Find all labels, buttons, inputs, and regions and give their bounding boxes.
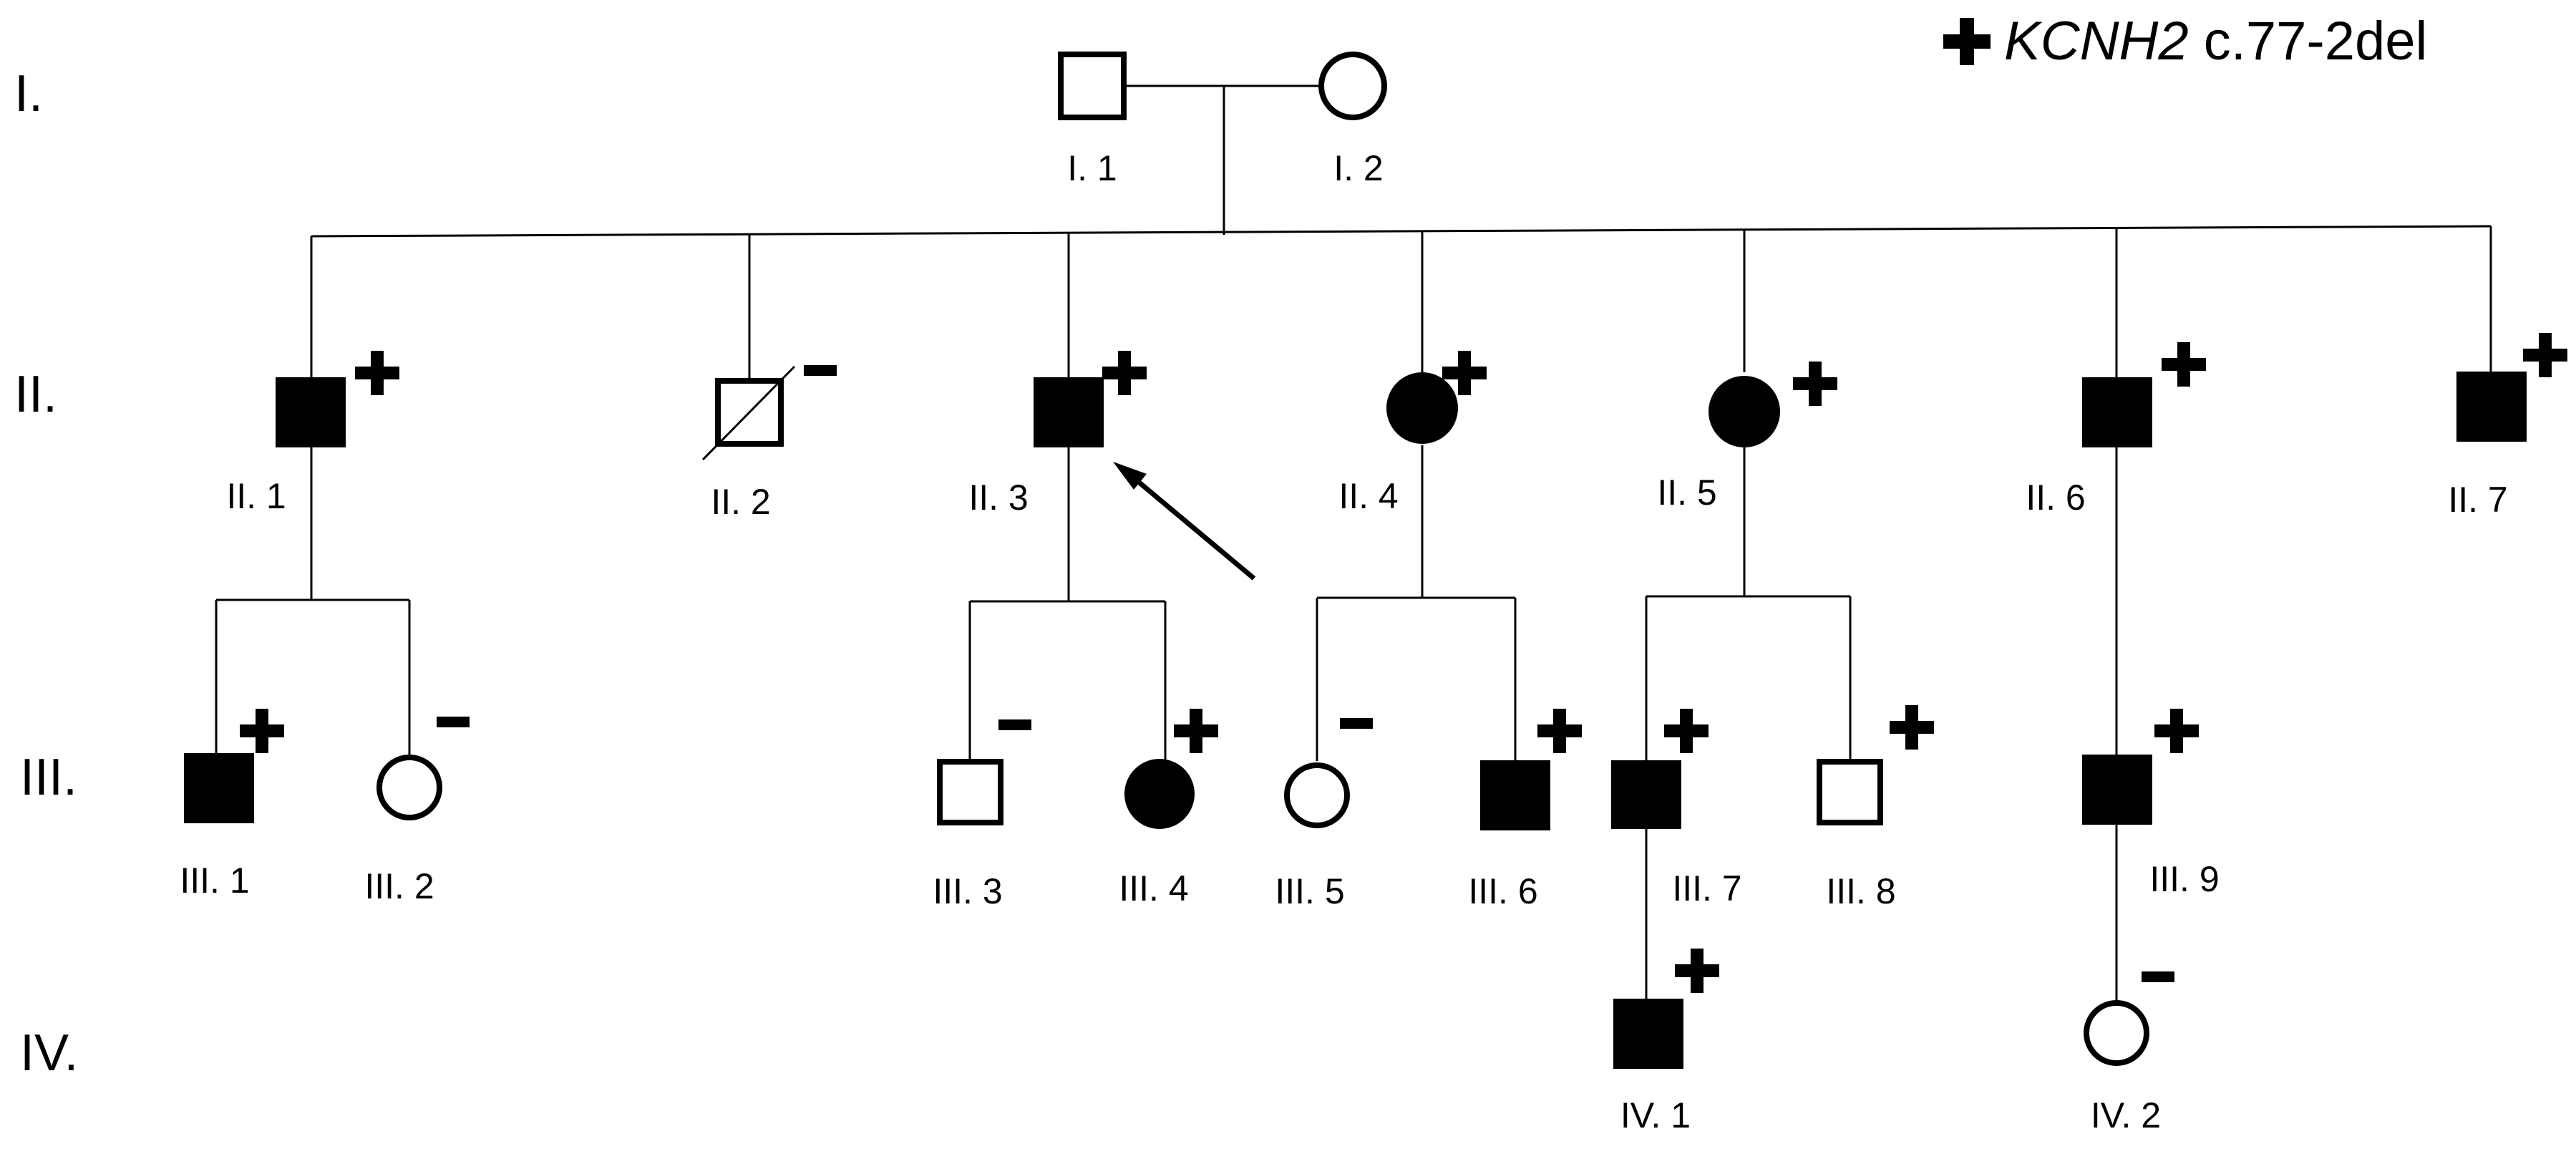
positive-mark-icon	[1890, 705, 1934, 750]
generation-label-3: III.	[20, 749, 77, 806]
individual-label: III. 5	[1275, 871, 1344, 911]
individual-I1: I. 1	[1058, 52, 1127, 188]
male-symbol	[2456, 372, 2527, 442]
positive-mark-icon	[240, 709, 284, 753]
male-symbol	[1058, 52, 1127, 120]
individual-label: II. 6	[2026, 477, 2085, 518]
individual-III5: III. 5	[1275, 718, 1373, 911]
positive-mark-icon	[1664, 709, 1709, 753]
negative-mark-icon	[998, 719, 1031, 730]
individual-III9: III. 9	[2082, 709, 2220, 899]
positive-mark-icon	[1442, 351, 1487, 395]
male-symbol	[184, 753, 254, 823]
individual-label: III. 9	[2149, 859, 2219, 899]
individual-III8: III. 8	[1817, 705, 1934, 911]
legend: KCNH2 c.77-2del	[1943, 11, 2427, 72]
positive-mark-icon	[1537, 709, 1582, 753]
individual-label: I. 2	[1333, 148, 1383, 188]
legend-gene: KCNH2	[2004, 11, 2189, 72]
individual-II6: II. 6	[2026, 342, 2206, 518]
individual-II5: II. 5	[1657, 362, 1837, 513]
individual-II7: II. 7	[2448, 333, 2567, 520]
positive-mark-icon	[2154, 709, 2199, 753]
positive-mark-icon	[2523, 333, 2567, 377]
positive-mark-icon	[355, 351, 399, 395]
individual-III6: III. 6	[1468, 709, 1582, 911]
positive-mark-icon	[1102, 351, 1147, 395]
individual-label: I. 1	[1067, 148, 1117, 188]
negative-mark-icon	[1340, 718, 1373, 729]
individual-I2: I. 2	[1318, 52, 1387, 188]
male-symbol	[2082, 755, 2152, 825]
generation-label-1: I.	[14, 65, 43, 122]
individual-III1: III. 1	[180, 709, 284, 901]
male-symbol	[1613, 999, 1683, 1069]
female-symbol	[1318, 52, 1387, 120]
individual-II4: II. 4	[1338, 351, 1487, 516]
female-symbol	[376, 755, 442, 820]
individual-label: II. 7	[2448, 480, 2507, 520]
negative-mark-icon	[804, 365, 837, 376]
male-symbol	[937, 759, 1003, 825]
individual-label: III. 2	[364, 866, 434, 906]
individual-label: IV. 2	[2091, 1095, 2161, 1135]
positive-mark-icon	[2162, 342, 2206, 387]
female-symbol	[1709, 376, 1780, 447]
individual-label: IV. 1	[1620, 1095, 1691, 1135]
male-symbol	[1480, 760, 1550, 830]
positive-mark-icon	[1174, 709, 1218, 753]
deceased-slash	[701, 365, 796, 461]
individual-label: III. 7	[1672, 868, 1741, 908]
legend-plus-icon	[1943, 18, 1991, 65]
negative-mark-icon	[437, 717, 470, 727]
negative-mark-icon	[2142, 971, 2174, 982]
positive-mark-icon	[1793, 362, 1837, 406]
individual-II1: II. 1	[226, 351, 399, 516]
pedigree-lines	[215, 84, 2492, 1001]
legend-variant: c.77-2del	[2189, 11, 2428, 72]
individual-II2: II. 2	[701, 365, 837, 522]
male-symbol	[1611, 760, 1681, 829]
individual-label: II. 4	[1338, 476, 1398, 516]
male-symbol	[1817, 759, 1883, 825]
proband-arrow-shaft	[1125, 470, 1256, 581]
male-symbol	[2082, 377, 2152, 447]
male-symbol	[1034, 377, 1104, 447]
individual-label: II. 1	[226, 476, 286, 516]
female-symbol	[2084, 1000, 2149, 1066]
female-symbol	[1124, 759, 1195, 829]
individual-IV1: IV. 1	[1613, 949, 1719, 1135]
proband-arrow-head	[1113, 462, 1147, 490]
generation-label-4: IV.	[20, 1024, 78, 1082]
individual-II3: II. 3	[968, 351, 1147, 518]
proband-arrow	[1113, 462, 1256, 581]
male-symbol	[276, 377, 346, 447]
individual-IV2: IV. 2	[2084, 971, 2174, 1135]
individual-label: III. 1	[180, 860, 249, 901]
individual-label: III. 6	[1468, 871, 1537, 911]
individual-III7: III. 7	[1611, 709, 1742, 908]
individual-III4: III. 4	[1119, 709, 1218, 908]
individual-label: II. 3	[968, 477, 1028, 518]
sibship-line-gen2	[311, 225, 2492, 238]
individual-label: II. 5	[1657, 472, 1716, 513]
individual-label: III. 4	[1119, 868, 1188, 908]
generation-label-2: II.	[14, 366, 57, 423]
female-symbol	[1386, 372, 1458, 444]
legend-text: KCNH2 c.77-2del	[2004, 11, 2427, 72]
individual-label: III. 8	[1826, 871, 1895, 911]
individual-label: II. 2	[711, 482, 770, 522]
individual-III3: III. 3	[933, 719, 1031, 911]
individual-III2: III. 2	[364, 717, 470, 906]
female-symbol	[1284, 762, 1350, 828]
individual-label: III. 3	[933, 871, 1002, 911]
positive-mark-icon	[1675, 949, 1719, 993]
